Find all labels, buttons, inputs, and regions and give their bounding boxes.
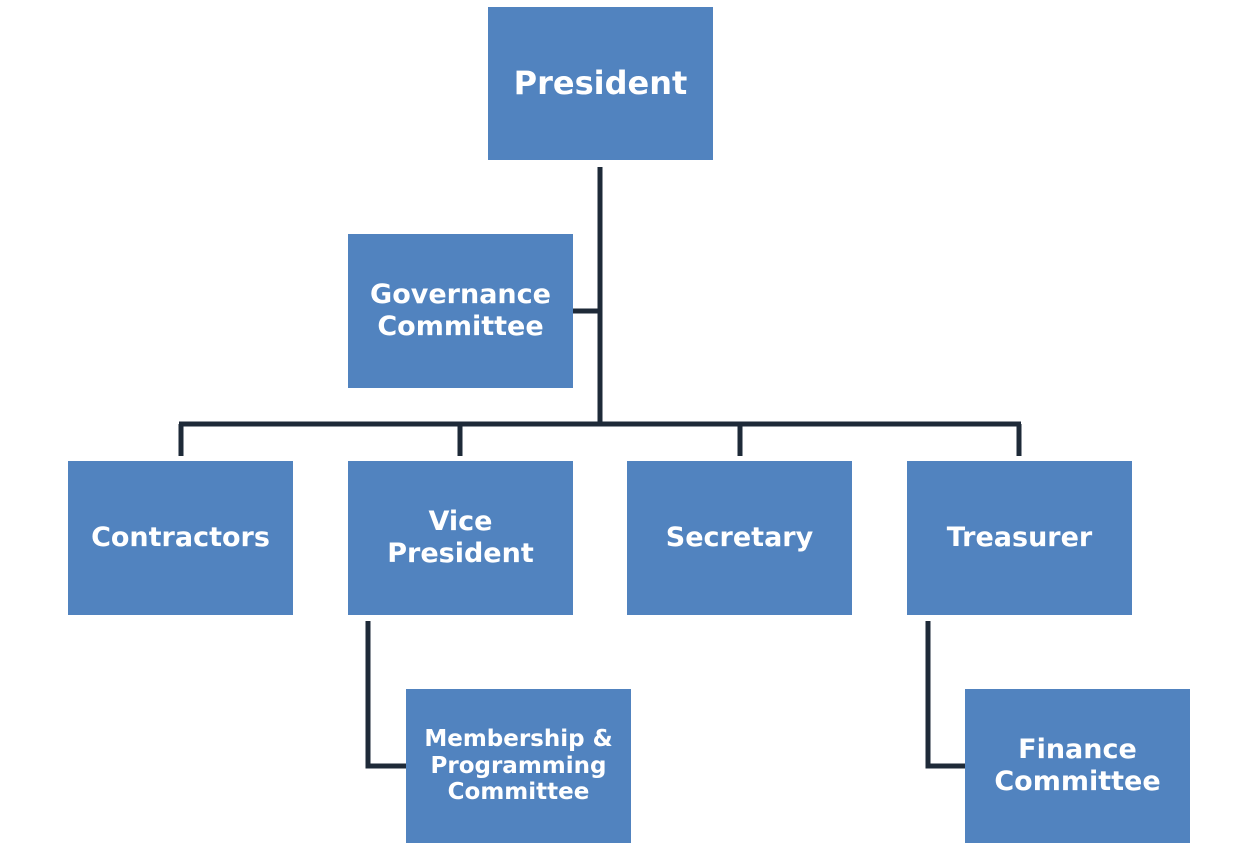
governance-committee-box: Governance Committee — [348, 234, 573, 388]
membership-programming-committee-box: Membership & Programming Committee — [406, 689, 631, 843]
connector-finance — [925, 621, 965, 769]
membership-programming-committee-label: Membership & Programming Committee — [424, 726, 613, 806]
president-label: President — [513, 64, 688, 103]
governance-committee-label: Governance Committee — [370, 278, 551, 342]
contractors-label: Contractors — [91, 521, 270, 553]
vice-president-box: Vice President — [348, 461, 573, 615]
president-box: President — [488, 7, 713, 160]
connector-membership — [365, 621, 406, 769]
finance-committee-label: Finance Committee — [994, 733, 1161, 797]
treasurer-label: Treasurer — [946, 521, 1093, 553]
finance-committee-box: Finance Committee — [965, 689, 1190, 843]
contractors-box: Contractors — [68, 461, 293, 615]
secretary-label: Secretary — [665, 521, 814, 553]
secretary-box: Secretary — [627, 461, 852, 615]
treasurer-box: Treasurer — [907, 461, 1132, 615]
vice-president-label: Vice President — [387, 505, 534, 569]
